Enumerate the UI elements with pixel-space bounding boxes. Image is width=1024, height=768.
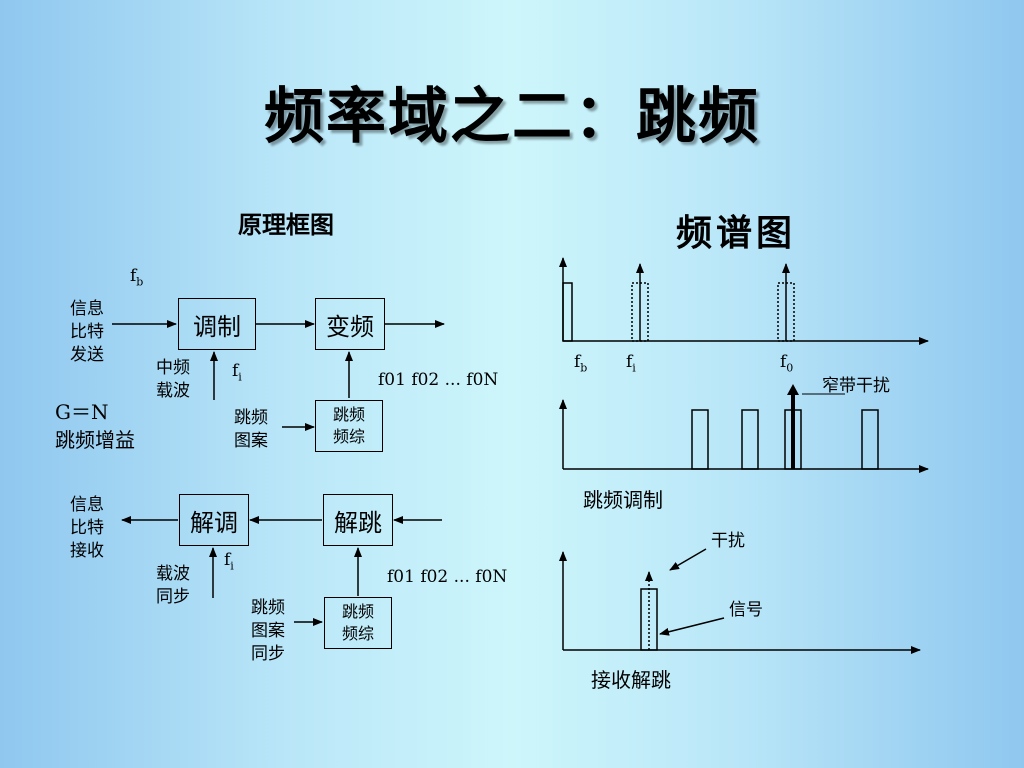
carrier-sync-label: 载波 同步 — [156, 564, 190, 607]
gain-label: G＝N 跳频增益 — [55, 400, 135, 452]
interference-arrowhead — [787, 384, 799, 395]
spectrum-label-f0: f0 — [780, 352, 794, 375]
spectrum-plot-1 — [559, 257, 929, 345]
pattern-label: 跳频 图案 — [234, 408, 268, 451]
carrier-label: 中频 载波 — [156, 358, 190, 401]
if-rect — [631, 282, 649, 342]
dehop-box: 解跳 — [323, 494, 393, 546]
fb-label: fb — [130, 266, 144, 289]
baseband-rect — [562, 282, 573, 342]
spectrum-label-fi: fi — [626, 352, 636, 375]
spectrum-plot-3 — [559, 548, 921, 654]
modulator-box: 调制 — [178, 298, 256, 350]
input-label: 信息 比特 发送 — [70, 299, 104, 365]
hop-rect-1 — [691, 409, 709, 470]
rf-rect — [777, 282, 795, 342]
synthesizer-box: 跳频 频综 — [315, 400, 383, 452]
hopping-modulation-caption: 跳频调制 — [583, 488, 663, 512]
interference-callout — [669, 548, 707, 571]
rx-freq-list: f01 f02 ... f0N — [387, 567, 508, 587]
narrowband-interference-label: 窄带干扰 — [822, 376, 890, 396]
freq-list: f01 f02 ... f0N — [378, 370, 499, 390]
spectrum-heading: 频谱图 — [676, 212, 797, 254]
signal-label: 信号 — [729, 600, 763, 620]
spectrum-plot-2 — [559, 399, 929, 473]
pattern-sync-label: 跳频 图案 同步 — [251, 598, 285, 664]
converter-box: 变频 — [315, 298, 385, 350]
hop-rect-4 — [861, 409, 879, 470]
interference-label: 干扰 — [711, 531, 745, 551]
hop-rect-2 — [741, 409, 759, 470]
slide-title: 频率域之二：跳频 — [264, 82, 760, 152]
spectrum-label-fb: fb — [574, 352, 588, 375]
block-diagram-heading: 原理框图 — [238, 210, 334, 239]
demodulator-box: 解调 — [179, 494, 249, 546]
receive-dehop-caption: 接收解跳 — [591, 668, 671, 692]
rx-fi-label: fi — [224, 550, 234, 573]
fi-label: fi — [232, 361, 242, 384]
output-label: 信息 比特 接收 — [70, 495, 104, 561]
rx-synthesizer-box: 跳频 频综 — [324, 597, 392, 649]
signal-callout — [659, 617, 725, 636]
